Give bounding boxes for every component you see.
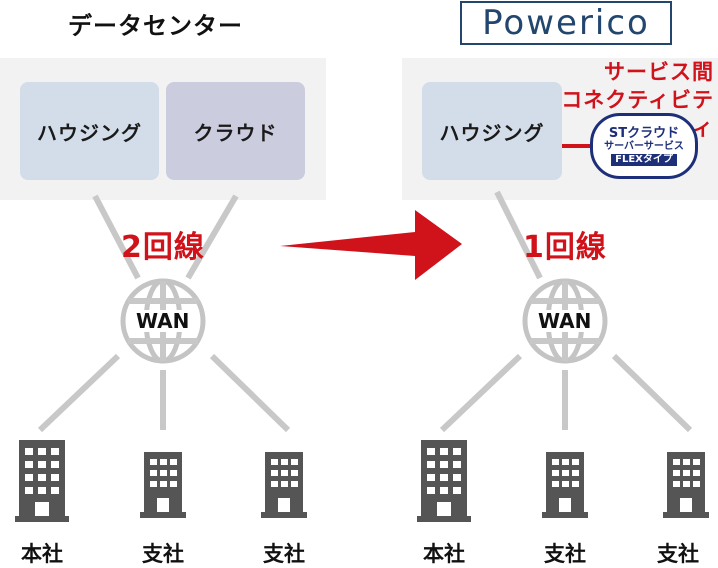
wan-office-line [611,353,693,433]
office-label-head: 本社 [21,542,63,566]
wan-label-right: WAN [535,310,595,332]
office-label-branch: 支社 [263,542,305,566]
housing-box-left: ハウジング [20,82,159,180]
building-icon [663,452,709,518]
datacenter-title: データセンター [68,12,243,40]
building-icon [417,440,471,522]
service-label-line2: コネクティビティ [561,88,714,140]
service-connectivity-label: サービス間 コネクティビティ [548,58,714,142]
office-label-head: 本社 [423,542,465,566]
arrow-right-icon [280,210,462,280]
wan-office-line [209,353,291,433]
building-icon [542,452,588,518]
office-label-branch: 支社 [544,542,586,566]
building-icon [140,452,186,518]
line-count-left: 2回線 [121,230,205,265]
building-icon [261,452,307,518]
line-count-right: 1回線 [523,230,607,265]
housing-label: ハウジング [37,120,142,145]
logo-text: Powerico [482,3,650,43]
badge-title: STクラウド [608,126,680,141]
dc-wan-line-1 [92,194,141,280]
dc-wan-line-1 [494,190,543,280]
badge-flex: FLEXタイプ [611,154,677,166]
service-connector-line [562,144,602,148]
wan-office-line [37,353,121,433]
wan-office-line [439,353,523,433]
housing-box-right: ハウジング [422,82,562,180]
st-cloud-badge: STクラウド サーバーサービス FLEXタイプ [590,113,698,179]
housing-label: ハウジング [439,120,545,145]
office-label-branch: 支社 [142,542,184,566]
wan-label-left: WAN [133,310,193,332]
office-label-branch: 支社 [657,542,699,566]
cloud-box-left: クラウド [166,82,305,180]
cloud-label: クラウド [193,120,278,145]
badge-subtitle: サーバーサービス [604,141,684,152]
building-icon [15,440,69,522]
service-label-line1: サービス間 [604,60,714,84]
powerico-logo: Powerico [460,1,672,45]
dc-wan-line-2 [185,194,239,280]
